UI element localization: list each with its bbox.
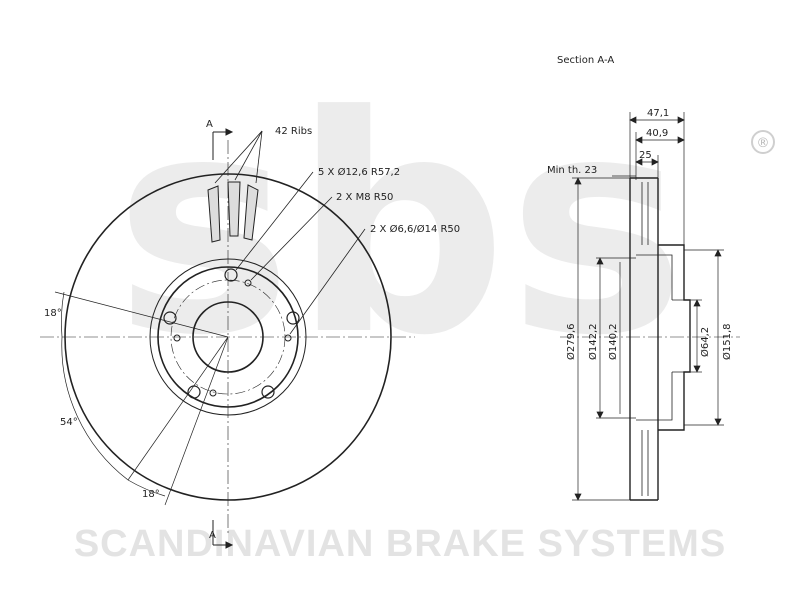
pin-hole (173, 334, 181, 342)
pin-hole-leader (289, 228, 366, 335)
center-bore (192, 301, 264, 373)
threaded-hole (244, 279, 252, 287)
ribs-leader (234, 130, 263, 181)
arrow-head-icon (677, 116, 685, 124)
dim-label-25: 25 (639, 150, 652, 161)
dim-label-279-6: Ø279,6 (565, 324, 577, 361)
m8-callout: 2 X M8 R50 (336, 192, 393, 203)
angle-label-18-top: 18° (44, 308, 62, 319)
arrow-head-icon (693, 365, 701, 373)
hat-profile (658, 244, 691, 431)
hat-outer-edge (157, 266, 299, 408)
dim-label-40-9: 40,9 (646, 128, 668, 139)
section-marker-top: A (206, 119, 213, 130)
arrow-head-icon (714, 249, 722, 257)
vertical-dimensions (572, 177, 724, 501)
front-view (40, 128, 415, 549)
dim-label-64-2: Ø64,2 (699, 327, 711, 357)
disc-outer-edge (64, 173, 392, 501)
dim-label-142-2: Ø142,2 (587, 324, 599, 361)
angle-arc (61, 336, 129, 481)
ribs-leader (214, 130, 263, 184)
angle-label-54: 54° (60, 417, 78, 428)
bolt-hole-callout: 5 X Ø12,6 R57,2 (318, 166, 400, 178)
angle-label-18-bottom: 18° (142, 489, 160, 500)
bolt-hole (163, 311, 177, 325)
arrow-head-icon (651, 158, 659, 166)
disc-profile (629, 177, 691, 501)
horizontal-dimensions (612, 112, 685, 260)
brand-watermark: SCANDINAVIAN BRAKE SYSTEMS (74, 523, 726, 565)
rib-cutaway (207, 181, 259, 243)
angle-line (127, 336, 229, 481)
angle-lines (54, 291, 229, 506)
bolt-hole-leader (235, 171, 314, 271)
wheel-bolt-holes (163, 268, 300, 399)
min-thickness-label: Min th. 23 (547, 165, 597, 176)
arrow-head-icon (596, 411, 604, 419)
leader-lines (214, 130, 366, 335)
registered-mark-icon (751, 130, 775, 154)
angle-arc (61, 291, 65, 338)
arrow-head-icon (574, 177, 582, 185)
arrow-head-icon (225, 128, 234, 136)
arrow-head-icon (714, 418, 722, 426)
watermark-logo-text: sbs (114, 52, 686, 401)
section-view (560, 112, 740, 501)
arrow-head-icon (677, 136, 685, 144)
angle-arc (127, 479, 166, 497)
ribs-leader (255, 130, 263, 184)
dim-label-47-1: 47,1 (647, 108, 669, 119)
arrow-head-icon (574, 493, 582, 501)
small-holes (173, 279, 292, 397)
bolt-hole (261, 385, 275, 399)
ribs-label: 42 Ribs (275, 126, 312, 137)
section-marker-arrows (212, 128, 234, 549)
arrow-head-icon (693, 299, 701, 307)
arrow-head-icon (629, 116, 637, 124)
friction-ring-inner-edge (149, 258, 307, 416)
pin-hole (284, 334, 292, 342)
angle-line (54, 291, 229, 338)
pin-hole-callout: 2 X Ø6,6/Ø14 R50 (370, 223, 460, 235)
hat-inner-profile (636, 254, 673, 421)
arrow-head-icon (635, 158, 643, 166)
m8-leader (250, 196, 333, 281)
bolt-hole (286, 311, 300, 325)
registered-mark: ® (757, 136, 770, 151)
threaded-hole (209, 389, 217, 397)
section-marker-bottom: A (209, 530, 216, 541)
sbs-logo-watermark: sbs (114, 52, 686, 401)
bolt-hole (224, 268, 238, 282)
angle-line (164, 336, 229, 506)
dim-label-151-8: Ø151,8 (721, 324, 733, 361)
dim-label-140-2: Ø140,2 (607, 324, 619, 361)
arrow-head-icon (596, 257, 604, 265)
section-title: Section A-A (557, 55, 614, 66)
arrow-head-icon (225, 541, 234, 549)
arrow-head-icon (635, 136, 643, 144)
